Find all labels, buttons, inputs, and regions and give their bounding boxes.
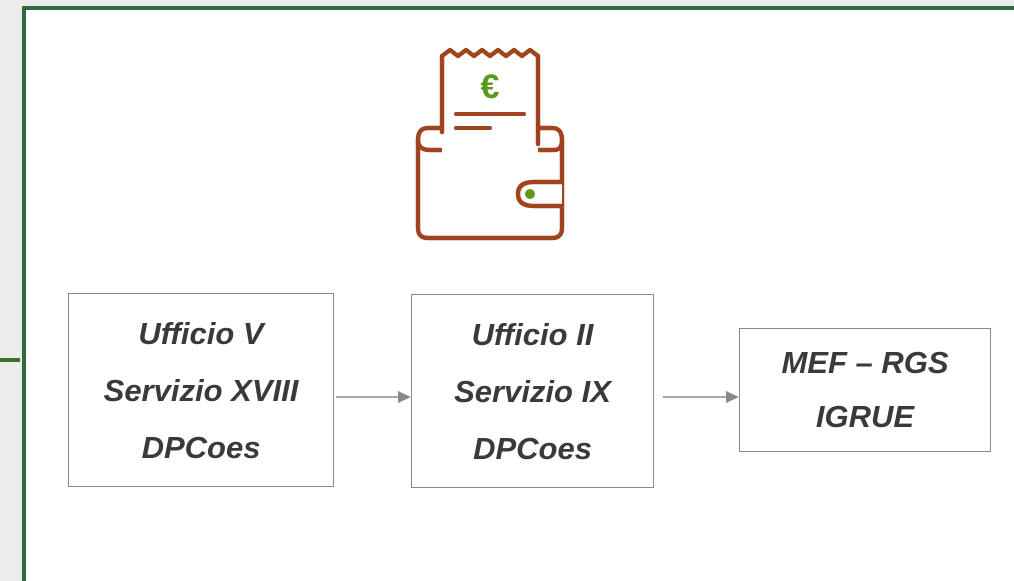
flow-node-mef-rgs: MEF – RGS IGRUE [739, 328, 991, 452]
node-line: DPCoes [141, 429, 261, 465]
arrow-right-icon [663, 391, 739, 403]
left-marker [0, 358, 20, 362]
node-line: Ufficio V [138, 315, 264, 351]
node-line: IGRUE [815, 399, 915, 434]
wallet-receipt-icon: € [415, 47, 565, 241]
node-line: Servizio IX [454, 373, 611, 409]
flow-node-ufficio-ii: Ufficio II Servizio IX DPCoes [411, 294, 654, 488]
node-line: MEF – RGS [781, 345, 949, 380]
node-line: Ufficio II [471, 316, 594, 352]
node-line: Servizio XVIII [103, 372, 299, 408]
euro-symbol: € [481, 68, 500, 106]
flow-node-ufficio-v: Ufficio V Servizio XVIII DPCoes [68, 293, 334, 487]
arrow-right-icon [336, 391, 411, 403]
node-line: DPCoes [473, 430, 592, 466]
